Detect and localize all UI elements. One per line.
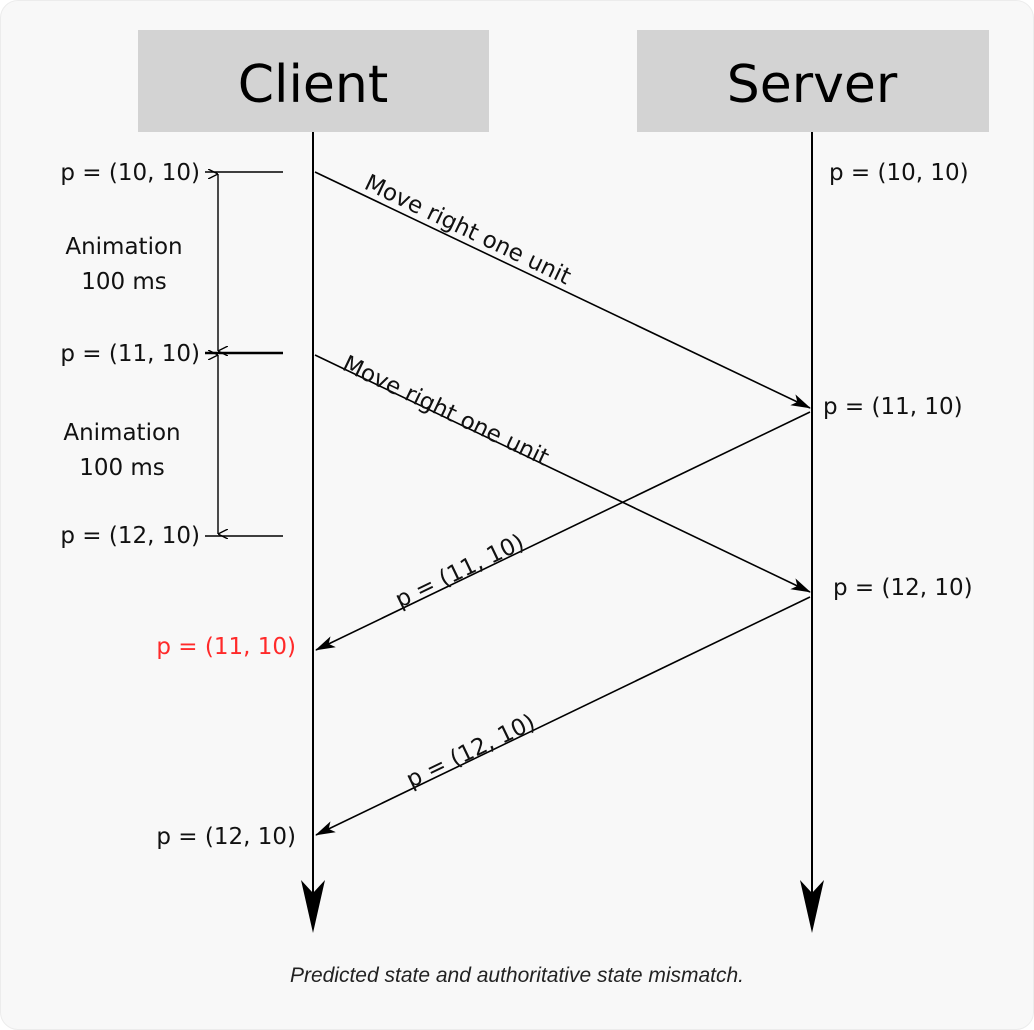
server-state-1: p = (10, 10)	[829, 160, 969, 186]
reply-message-1-label: p = (11, 10)	[391, 529, 528, 613]
reply-message-2-label: p = (12, 10)	[402, 709, 539, 793]
server-state-2: p = (11, 10)	[823, 394, 963, 420]
server-box	[637, 30, 989, 132]
animation-label-1-line1: Animation	[65, 234, 182, 260]
move-message-1-label: Move right one unit	[360, 170, 574, 290]
figure-caption: Predicted state and authoritative state …	[289, 964, 745, 987]
animation-label-2-line2: 100 ms	[79, 455, 165, 481]
reply-message-2-arrow	[315, 596, 811, 836]
animation-label-2-line1: Animation	[63, 420, 180, 446]
client-state-final: p = (12, 10)	[156, 824, 296, 850]
server-label: Server	[727, 55, 898, 115]
animation-label-1-line2: 100 ms	[81, 269, 167, 295]
client-box	[138, 30, 489, 132]
client-label: Client	[238, 55, 389, 115]
move-message-2-arrow	[314, 354, 811, 593]
client-state-corrected: p = (11, 10)	[156, 634, 296, 660]
client-state-2: p = (11, 10)	[60, 341, 200, 367]
move-message-1-arrow	[314, 171, 811, 409]
server-state-3: p = (12, 10)	[833, 575, 973, 601]
client-state-1: p = (10, 10)	[60, 160, 200, 186]
client-lifeline-arrowhead	[301, 880, 325, 933]
server-lifeline-arrowhead	[800, 880, 824, 933]
move-message-2-label: Move right one unit	[338, 351, 552, 471]
client-state-3: p = (12, 10)	[60, 523, 200, 549]
reply-message-1-arrow	[315, 411, 811, 651]
